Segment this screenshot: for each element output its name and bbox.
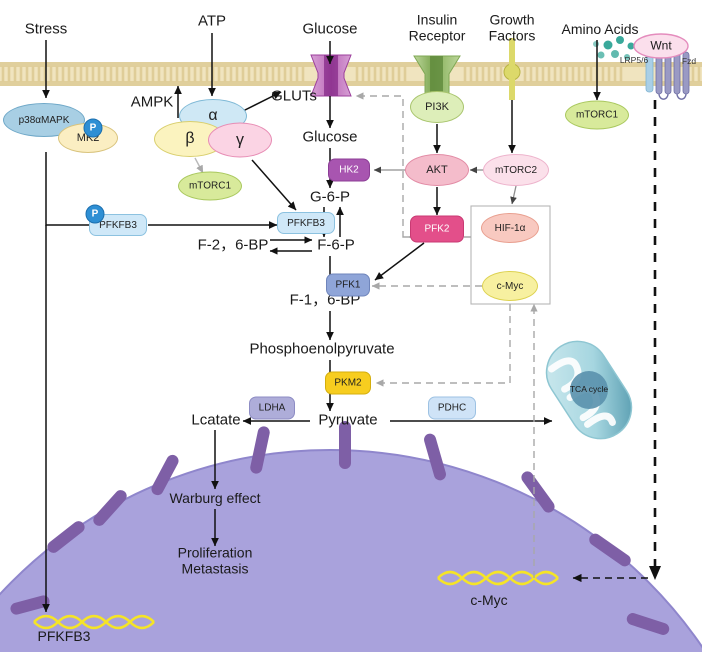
protein-akt[interactable]: AKT (405, 154, 469, 186)
label-pyruvate: Pyruvate (318, 411, 378, 429)
protein-ampk-beta[interactable]: β (154, 121, 226, 157)
protein-pfk1[interactable]: PFK1 (326, 273, 370, 297)
dashed-feedback-lines (355, 92, 538, 578)
protein-mtorc1-ampk[interactable]: mTORC1 (178, 171, 242, 201)
protein-pfkfb3-phosphorylated[interactable]: PFKFB3 (89, 214, 147, 236)
protein-hk2[interactable]: HK2 (328, 158, 370, 182)
protein-ldha[interactable]: LDHA (249, 396, 295, 420)
label-lactate: Lcatate (191, 411, 241, 429)
label-wnt: Wnt (650, 38, 672, 53)
label-gene-pfkfb3: PFKFB3 (37, 628, 91, 645)
protein-mtorc1-amino-acids[interactable]: mTORC1 (565, 100, 629, 130)
mitochondrion-icon (545, 340, 633, 440)
label-growth-factors: Growth Factors (488, 11, 536, 43)
plasma-membrane (0, 62, 702, 86)
label-ampk: AMPK (130, 93, 174, 111)
label-f6p: F-6-P (317, 236, 355, 254)
protein-ampk-gamma[interactable]: γ (208, 122, 272, 158)
protein-pfkfb3[interactable]: PFKFB3 (277, 212, 335, 234)
protein-mtorc2[interactable]: mTORC2 (483, 154, 549, 186)
label-gluts: GLUTs (271, 87, 317, 105)
label-tca-cycle: TCA cycle (569, 384, 609, 395)
protein-pi3k[interactable]: PI3K (410, 91, 464, 123)
label-stress: Stress (24, 20, 68, 38)
solid-arrows (42, 33, 601, 613)
growth-factor-receptor-icon (503, 38, 521, 100)
label-amino-acids: Amino Acids (561, 21, 639, 38)
nucleus (0, 449, 702, 652)
label-proliferation-metastasis: Proliferation Metastasis (177, 544, 253, 576)
protein-hif1a[interactable]: HIF-1α (481, 213, 539, 243)
label-glucose-intracellular: Glucose (302, 128, 358, 146)
protein-cmyc[interactable]: c-Myc (482, 271, 538, 301)
label-warburg-effect: Warburg effect (169, 490, 261, 507)
label-insulin-receptor: Insulin Receptor (408, 11, 466, 43)
protein-pdhc[interactable]: PDHC (428, 396, 476, 420)
dna-helix-cmyc-icon (437, 570, 559, 586)
label-atp: ATP (197, 12, 227, 30)
phospho-badge-mk2-icon: P (83, 118, 103, 138)
glut-transporter-icon (310, 54, 352, 97)
label-fzd: Fzd (681, 56, 697, 67)
ampk-mtorc1-link (194, 157, 204, 174)
label-f26bp: F-2，6-BP (197, 236, 269, 254)
reversible-arrow (269, 236, 313, 255)
phospho-badge-pfkfb3-icon: P (85, 204, 105, 224)
label-phosphoenolpyruvate: Phosphoenolpyruvate (249, 340, 395, 358)
label-glucose-extracellular: Glucose (302, 20, 358, 38)
label-g6p: G-6-P (309, 188, 351, 206)
wnt-arrowhead-icon (649, 566, 661, 580)
chromatin-rods (10, 421, 670, 635)
wnt-receptor-complex-icon (633, 33, 690, 100)
label-lrp5-6: LRP5/6 (619, 55, 649, 66)
thin-arrows (373, 166, 517, 205)
protein-pkm2[interactable]: PKM2 (325, 371, 371, 395)
label-gene-cmyc: c-Myc (470, 592, 508, 609)
dna-helix-pfkfb3-icon (33, 614, 155, 630)
amino-acid-dots-icon (593, 36, 635, 60)
protein-pfk2[interactable]: PFK2 (410, 215, 464, 243)
